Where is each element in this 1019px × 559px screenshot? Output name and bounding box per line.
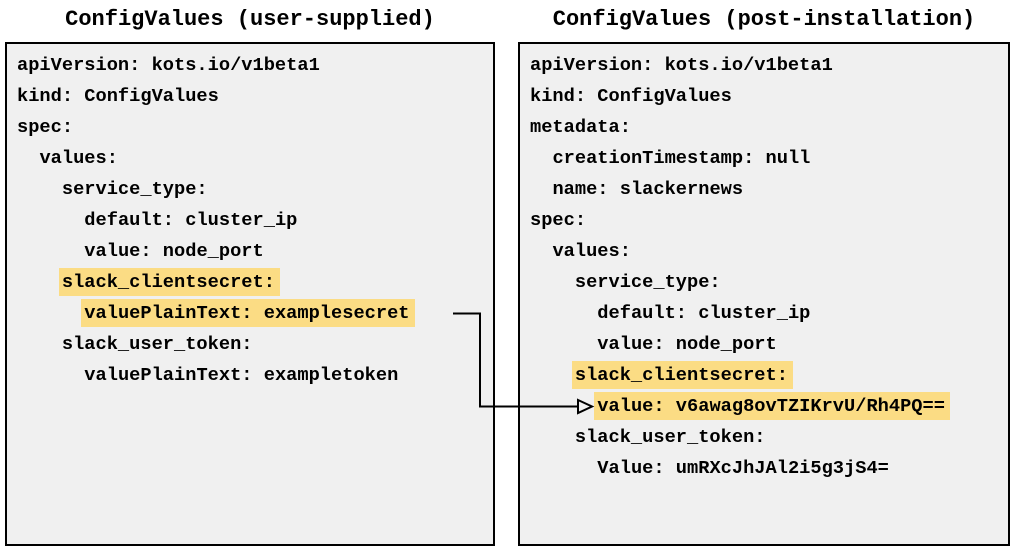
code-line: slack_clientsecret: <box>17 267 493 298</box>
code-text: valuePlainText: exampletoken <box>84 364 399 386</box>
code-indent <box>530 147 552 169</box>
code-indent <box>530 395 597 417</box>
right-panel: apiVersion: kots.io/v1beta1 kind: ConfigV… <box>518 42 1010 546</box>
code-text: spec: <box>530 209 587 231</box>
code-text: kind: ConfigValues <box>530 85 732 107</box>
code-indent <box>17 240 84 262</box>
code-line: values: <box>530 236 1008 267</box>
code-text: apiVersion: kots.io/v1beta1 <box>17 54 320 76</box>
code-indent <box>17 271 62 293</box>
code-line: values: <box>17 143 493 174</box>
code-text: Value: umRXcJhJAl2i5g3jS4= <box>597 457 889 479</box>
code-line: apiVersion: kots.io/v1beta1 <box>17 50 493 81</box>
highlighted-code-text: value: v6awag8ovTZIKrvU/Rh4PQ== <box>594 392 950 420</box>
code-line: spec: <box>17 112 493 143</box>
code-text: metadata: <box>530 116 631 138</box>
code-text: values: <box>552 240 631 262</box>
highlighted-code-text: valuePlainText: examplesecret <box>81 299 415 327</box>
code-line: default: cluster_ip <box>17 205 493 236</box>
code-line: kind: ConfigValues <box>530 81 1008 112</box>
code-indent <box>530 178 552 200</box>
code-indent <box>530 333 597 355</box>
code-text: value: node_port <box>597 333 777 355</box>
code-text: creationTimestamp: null <box>552 147 811 169</box>
left-panel: apiVersion: kots.io/v1beta1 kind: ConfigV… <box>5 42 495 546</box>
left-panel-title: ConfigValues (user-supplied) <box>65 7 435 32</box>
code-line: valuePlainText: exampletoken <box>17 360 493 391</box>
code-indent <box>530 240 552 262</box>
code-indent <box>530 302 597 324</box>
code-line: Value: umRXcJhJAl2i5g3jS4= <box>530 453 1008 484</box>
code-line: value: node_port <box>17 236 493 267</box>
code-line: value: node_port <box>530 329 1008 360</box>
code-text: values: <box>39 147 118 169</box>
code-line: valuePlainText: examplesecret <box>17 298 493 329</box>
code-line: spec: <box>530 205 1008 236</box>
code-line: name: slackernews <box>530 174 1008 205</box>
code-indent <box>530 457 597 479</box>
right-panel-title: ConfigValues (post-installation) <box>552 7 976 32</box>
code-text: spec: <box>17 116 74 138</box>
code-line: slack_user_token: <box>17 329 493 360</box>
code-line: value: v6awag8ovTZIKrvU/Rh4PQ== <box>530 391 1008 422</box>
code-line: service_type: <box>530 267 1008 298</box>
code-line: apiVersion: kots.io/v1beta1 <box>530 50 1008 81</box>
code-line: slack_clientsecret: <box>530 360 1008 391</box>
code-text: kind: ConfigValues <box>17 85 219 107</box>
code-indent <box>17 302 84 324</box>
code-text: service_type: <box>574 271 721 293</box>
code-text: slack_user_token: <box>61 333 253 355</box>
code-indent <box>17 364 84 386</box>
code-line: slack_user_token: <box>530 422 1008 453</box>
code-line: default: cluster_ip <box>530 298 1008 329</box>
code-indent <box>17 178 62 200</box>
code-line: metadata: <box>530 112 1008 143</box>
code-text: default: cluster_ip <box>84 209 298 231</box>
code-indent <box>530 271 575 293</box>
left-code-block: apiVersion: kots.io/v1beta1 kind: ConfigV… <box>17 50 493 391</box>
code-text: value: node_port <box>84 240 264 262</box>
code-line: creationTimestamp: null <box>530 143 1008 174</box>
code-indent <box>17 147 39 169</box>
code-indent <box>530 364 575 386</box>
highlighted-code-text: slack_clientsecret: <box>571 361 793 389</box>
code-text: service_type: <box>61 178 208 200</box>
code-text: apiVersion: kots.io/v1beta1 <box>530 54 833 76</box>
code-text: name: slackernews <box>552 178 744 200</box>
code-indent <box>17 333 62 355</box>
code-indent <box>17 209 84 231</box>
highlighted-code-text: slack_clientsecret: <box>58 268 280 296</box>
code-line: kind: ConfigValues <box>17 81 493 112</box>
right-code-block: apiVersion: kots.io/v1beta1 kind: ConfigV… <box>530 50 1008 484</box>
code-line: service_type: <box>17 174 493 205</box>
code-indent <box>530 426 575 448</box>
code-text: slack_user_token: <box>574 426 766 448</box>
code-text: default: cluster_ip <box>597 302 811 324</box>
